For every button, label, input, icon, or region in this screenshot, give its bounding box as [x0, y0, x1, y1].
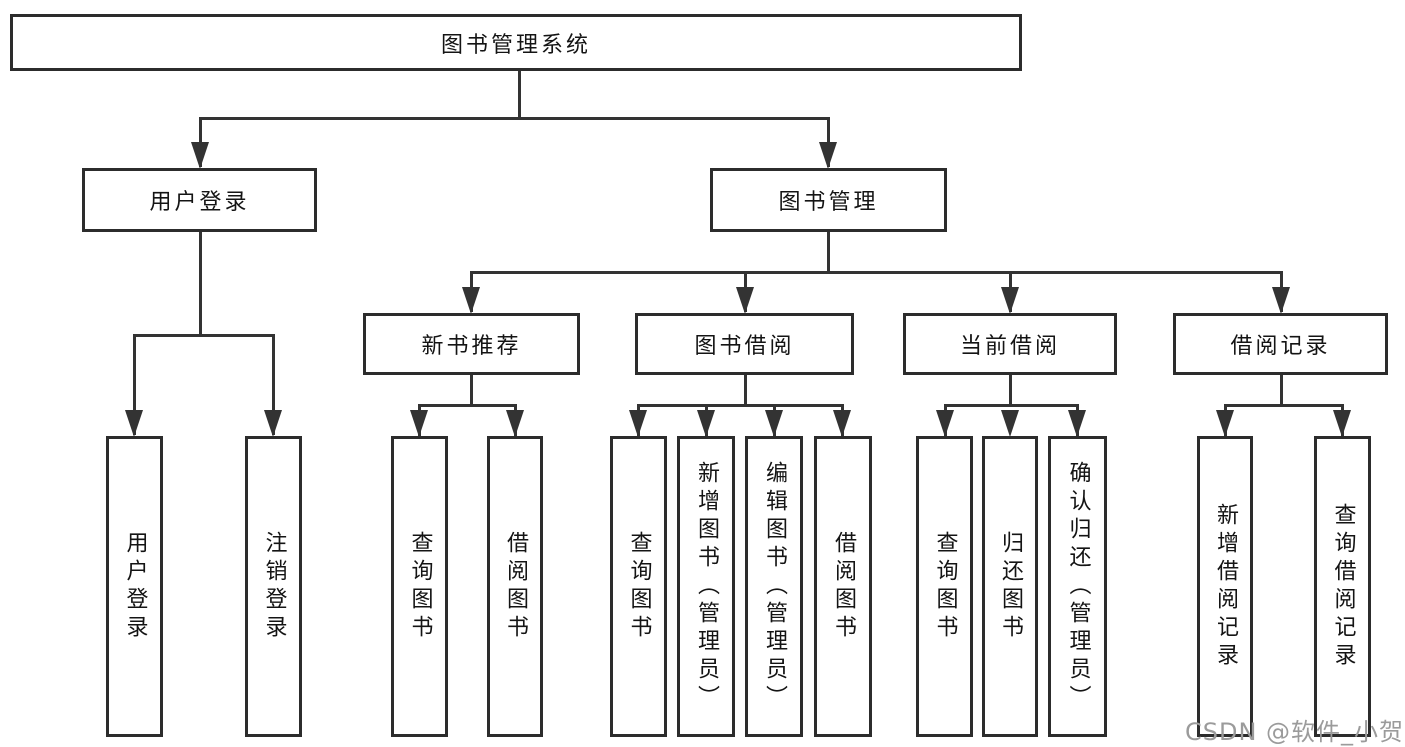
arrow-down-icon	[1216, 410, 1234, 437]
node-user-login: 用户登录	[82, 168, 317, 232]
arrow-down-icon	[462, 287, 480, 314]
arrow-down-icon	[506, 410, 524, 437]
node-leaf-edit-books: 编辑图书（管理员）	[745, 436, 803, 737]
node-root: 图书管理系统	[10, 14, 1022, 71]
node-leaf-confirm-return: 确认归还（管理员）	[1048, 436, 1107, 737]
arrow-down-icon	[697, 410, 715, 437]
node-leaf-query-books-1: 查询图书	[391, 436, 448, 737]
arrow-down-icon	[629, 410, 647, 437]
node-leaf-add-record: 新增借阅记录	[1197, 436, 1253, 737]
arrow-down-icon	[1272, 287, 1290, 314]
connector-line-vertical	[271, 334, 275, 435]
connector-line-vertical	[469, 375, 473, 406]
arrow-down-icon	[191, 142, 209, 169]
connector-line-horizontal	[419, 403, 515, 407]
node-book-management: 图书管理	[710, 168, 947, 232]
node-leaf-query-record: 查询借阅记录	[1314, 436, 1371, 737]
node-leaf-add-books: 新增图书（管理员）	[677, 436, 735, 737]
node-current-borrowing: 当前借阅	[903, 313, 1117, 375]
arrow-down-icon	[765, 410, 783, 437]
node-leaf-return-books: 归还图书	[982, 436, 1038, 737]
arrow-down-icon	[1001, 287, 1019, 314]
arrow-down-icon	[1068, 410, 1086, 437]
node-leaf-query-books-2: 查询图书	[610, 436, 667, 737]
node-book-borrowing: 图书借阅	[635, 313, 854, 375]
connector-line-vertical	[826, 231, 830, 273]
arrow-down-icon	[1001, 410, 1019, 437]
connector-line-horizontal	[1225, 403, 1342, 407]
connector-line-horizontal	[945, 403, 1077, 407]
connector-line-vertical	[1008, 375, 1012, 406]
arrow-down-icon	[410, 410, 428, 437]
connector-line-horizontal	[200, 116, 828, 120]
arrow-down-icon	[125, 410, 143, 437]
arrow-down-icon	[736, 287, 754, 314]
arrow-down-icon	[833, 410, 851, 437]
node-leaf-borrow-books-1: 借阅图书	[487, 436, 543, 737]
connector-line-vertical	[132, 334, 136, 435]
node-leaf-user-login: 用户登录	[106, 436, 163, 737]
node-borrowing-records: 借阅记录	[1173, 313, 1388, 375]
arrow-down-icon	[936, 410, 954, 437]
node-leaf-query-books-3: 查询图书	[916, 436, 973, 737]
arrow-down-icon	[1333, 410, 1351, 437]
node-leaf-logout: 注销登录	[245, 436, 302, 737]
node-leaf-borrow-books-2: 借阅图书	[814, 436, 872, 737]
connector-line-vertical	[198, 232, 202, 336]
connector-line-vertical	[1279, 375, 1283, 406]
connector-line-vertical	[743, 375, 747, 406]
connector-line-horizontal	[638, 403, 842, 407]
arrow-down-icon	[819, 142, 837, 169]
connector-line-horizontal	[134, 333, 273, 337]
arrow-down-icon	[264, 410, 282, 437]
node-new-book-recommend: 新书推荐	[363, 313, 580, 375]
watermark-text: CSDN @软件_小贺同学	[1185, 718, 1405, 746]
connector-line-horizontal	[471, 270, 1281, 274]
connector-line-vertical	[517, 70, 521, 119]
